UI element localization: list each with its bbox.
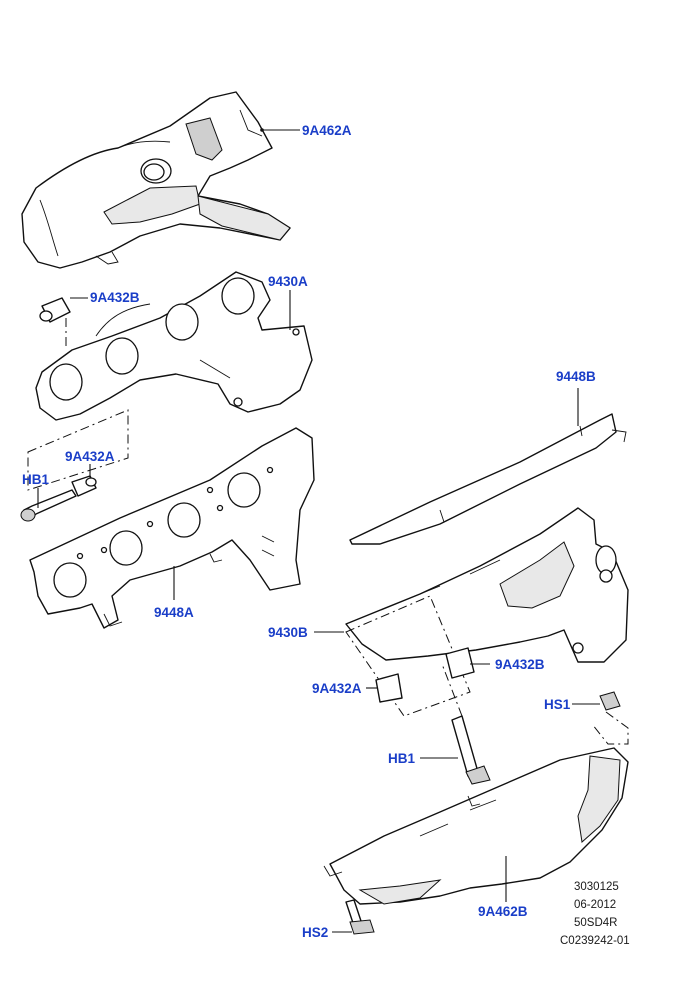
callout-hs2: HS2 [302, 925, 328, 940]
bolt-hb1-upper [20, 489, 77, 522]
callout-9448a: 9448A [154, 605, 194, 620]
info-line-3: 50SD4R [574, 917, 617, 929]
stud-hs2 [345, 899, 375, 935]
info-line-1: 3030125 [574, 881, 619, 893]
callout-hb1-lower: HB1 [388, 751, 415, 766]
spacer-9a432a-upper [71, 475, 97, 497]
callout-9a462a: 9A462A [302, 123, 352, 138]
callout-9a432a-lower: 9A432A [312, 681, 362, 696]
bolt-hb1-lower [441, 663, 491, 785]
callout-9a432a-upper: 9A432A [65, 449, 115, 464]
gasket-sheet-9448b [349, 413, 627, 545]
callout-9430a: 9430A [268, 274, 308, 289]
heat-shield-9a462b [323, 747, 629, 905]
diagram-info-block: 3030125 06-2012 50SD4R C0239242-01 [560, 881, 630, 947]
callout-9a462b: 9A462B [478, 904, 528, 919]
spacer-9a432a-lower [375, 673, 403, 703]
callout-9448b: 9448B [556, 369, 596, 384]
gasket-sheet-9448a [29, 427, 315, 629]
callout-hs1: HS1 [544, 697, 571, 712]
callout-9a432b-upper: 9A432B [90, 290, 140, 305]
exhaust-manifold-9430a [35, 271, 313, 421]
callout-hb1-upper: HB1 [22, 472, 49, 487]
leader-lines [37, 128, 600, 933]
info-line-2: 06-2012 [574, 899, 616, 911]
callout-9a432b-lower: 9A432B [495, 657, 545, 672]
stud-hs1 [591, 691, 629, 745]
exhaust-manifold-9430b [345, 507, 629, 663]
info-line-4: C0239242-01 [560, 935, 630, 947]
gasket-upper-9a432b [39, 297, 71, 346]
callout-9430b: 9430B [268, 625, 308, 640]
heat-shield-upper [21, 91, 291, 269]
spacer-9a432b-lower [445, 647, 475, 679]
